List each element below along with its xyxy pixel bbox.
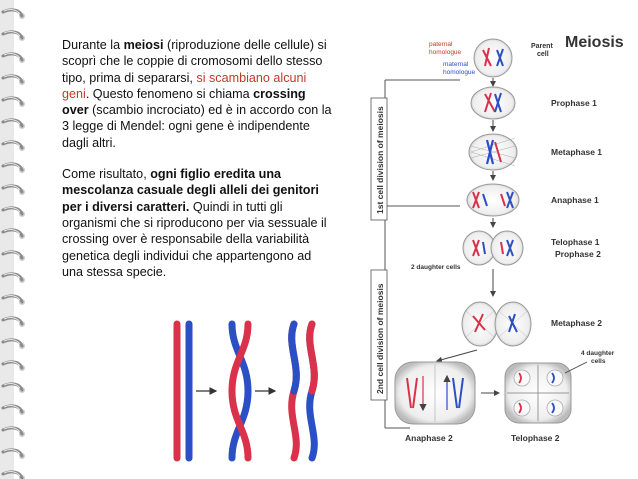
highlight-genes: si scambiano alcuni geni	[62, 70, 307, 101]
text-span: (riproduzione delle cellule) si scoprì c…	[62, 38, 327, 85]
label-metaphase-2: Metaphase 2	[551, 318, 602, 328]
daughter-cell-2	[490, 230, 524, 266]
text-span: Quindi in tutti gli organismi che si rip…	[62, 199, 327, 279]
maternal-chromosome	[228, 320, 252, 462]
text-block: Durante la meiosi (riproduzione delle ce…	[62, 37, 334, 280]
paternal-chromosome	[228, 320, 252, 462]
label-telophase-1: Telophase 1	[551, 237, 600, 247]
label-first-division: 1st cell division of meiosis	[375, 106, 385, 214]
label-anaphase-1: Anaphase 1	[551, 195, 599, 205]
label-prophase-2: Prophase 2	[555, 249, 601, 259]
text-span: (scambio incrociato) ed è in accordo con…	[62, 103, 332, 150]
term-crossing-over: crossing over	[62, 86, 306, 118]
paragraph-1: Durante la meiosi (riproduzione delle ce…	[62, 37, 334, 151]
text-span: Durante la	[62, 38, 124, 52]
text-span: Come risultato,	[62, 167, 151, 182]
cell-anaphase-1	[466, 183, 520, 217]
label-telophase-2: Telophase 2	[511, 433, 560, 443]
paragraph-2: Come risultato, ogni figlio eredita una …	[62, 166, 334, 280]
chromosome-crossover-illustration	[173, 320, 318, 462]
cell-prophase-1	[470, 86, 516, 120]
recombined-segment	[306, 320, 318, 395]
meiosis-diagram: Meiosis 1st cell division of meiosis 2nd…	[370, 34, 624, 443]
label-anaphase-2: Anaphase 2	[405, 433, 453, 443]
text-span: . Questo fenomeno si chiama	[85, 86, 254, 101]
label-metaphase-1: Metaphase 1	[551, 147, 602, 157]
daughter-cell-1	[462, 230, 496, 266]
recombined-segment	[288, 320, 300, 395]
spiral-binding-icon	[0, 0, 25, 479]
label-prophase-1: Prophase 1	[551, 98, 597, 108]
label-two-daughter-cells: 2 daughter cells	[411, 264, 461, 271]
parent-cell	[473, 38, 513, 78]
diagram-title: Meiosis	[565, 34, 624, 51]
bold-statement: ogni figlio eredita una mescolanza casua…	[62, 167, 319, 214]
term-meiosi: meiosi	[123, 38, 164, 52]
label-second-division: 2nd cell division of meiosis	[375, 283, 385, 394]
